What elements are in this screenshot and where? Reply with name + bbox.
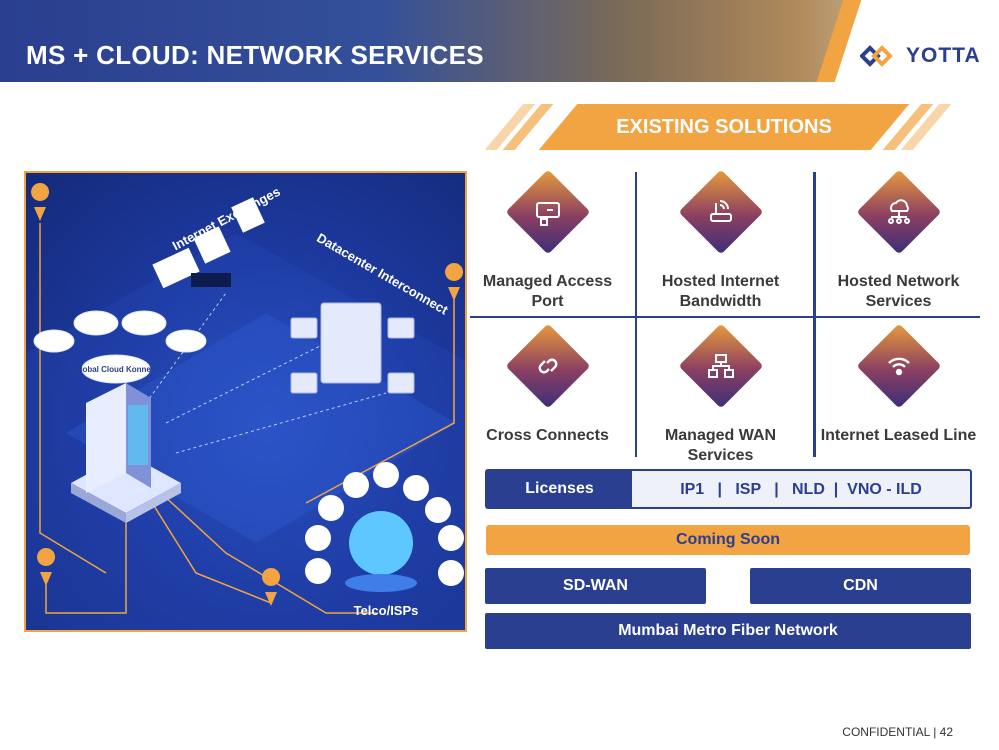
solution-managed-access-port: Managed Access Port — [465, 169, 630, 312]
telco-globe — [345, 511, 417, 592]
existing-solutions-title: EXISTING SOLUTIONS — [616, 116, 832, 138]
solution-label: Cross Connects — [486, 427, 609, 444]
solution-hosted-internet-bandwidth: Hosted Internet Bandwidth — [638, 169, 803, 312]
cdn-box: CDN — [750, 568, 971, 604]
grid-divider-horizontal — [470, 316, 980, 318]
licenses-values: IP1 | ISP | NLD | VNO - ILD — [680, 481, 922, 498]
sdwan-box: SD-WAN — [485, 568, 706, 604]
cross-connect-icon — [538, 358, 557, 374]
solution-internet-leased-line: Internet Leased Line — [816, 323, 981, 446]
header-bar: MS + CLOUD: NETWORK SERVICES YOTTA — [0, 0, 999, 82]
licenses-label: Licenses — [487, 471, 632, 507]
solution-hosted-network-services: Hosted Network Services — [816, 169, 981, 312]
solution-label: Hosted Internet Bandwidth — [661, 273, 780, 310]
logo-text: YOTTA — [906, 44, 981, 67]
page-title: MS + CLOUD: NETWORK SERVICES — [26, 40, 484, 70]
central-server — [71, 383, 181, 523]
solution-label: Hosted Network Services — [837, 273, 960, 310]
cloud-providers — [33, 310, 207, 384]
grid-divider-vertical-2 — [813, 172, 816, 457]
datacenter-servers — [290, 302, 415, 394]
solution-label: Managed WAN Services — [664, 427, 777, 464]
existing-solutions-banner: EXISTING SOLUTIONS — [484, 104, 952, 150]
licenses-bar: Licenses IP1 | ISP | NLD | VNO - ILD — [485, 469, 972, 509]
mumbai-metro-fiber-box: Mumbai Metro Fiber Network — [485, 613, 971, 649]
grid-divider-vertical-1 — [635, 172, 637, 457]
network-illustration: Internet Exchanges Datacenter Interconne… — [24, 171, 467, 632]
telco-logos — [305, 462, 464, 586]
router-icon — [709, 200, 732, 222]
global-cloud-konnect-label: Global Cloud Konnect — [74, 365, 158, 374]
solution-managed-wan-services: Managed WAN Services — [638, 323, 803, 466]
yotta-logo-icon — [860, 45, 893, 67]
header-logo-area — [834, 0, 999, 82]
wifi-icon — [887, 357, 910, 376]
access-port-icon — [535, 202, 560, 226]
coming-soon-banner: Coming Soon — [486, 525, 970, 555]
footer-confidential: CONFIDENTIAL | 42 — [842, 725, 953, 739]
cloud-network-icon — [887, 199, 910, 224]
solution-label: Managed Access Port — [482, 273, 613, 310]
solution-cross-connects: Cross Connects — [465, 323, 630, 446]
solution-label: Internet Leased Line — [820, 427, 977, 444]
yotta-logo: YOTTA — [860, 44, 981, 68]
telco-isps-label: Telco/ISPs — [354, 603, 419, 618]
location-pin-icon — [31, 183, 464, 606]
wan-icon — [707, 354, 734, 378]
internet-exchange-boards — [152, 197, 265, 289]
